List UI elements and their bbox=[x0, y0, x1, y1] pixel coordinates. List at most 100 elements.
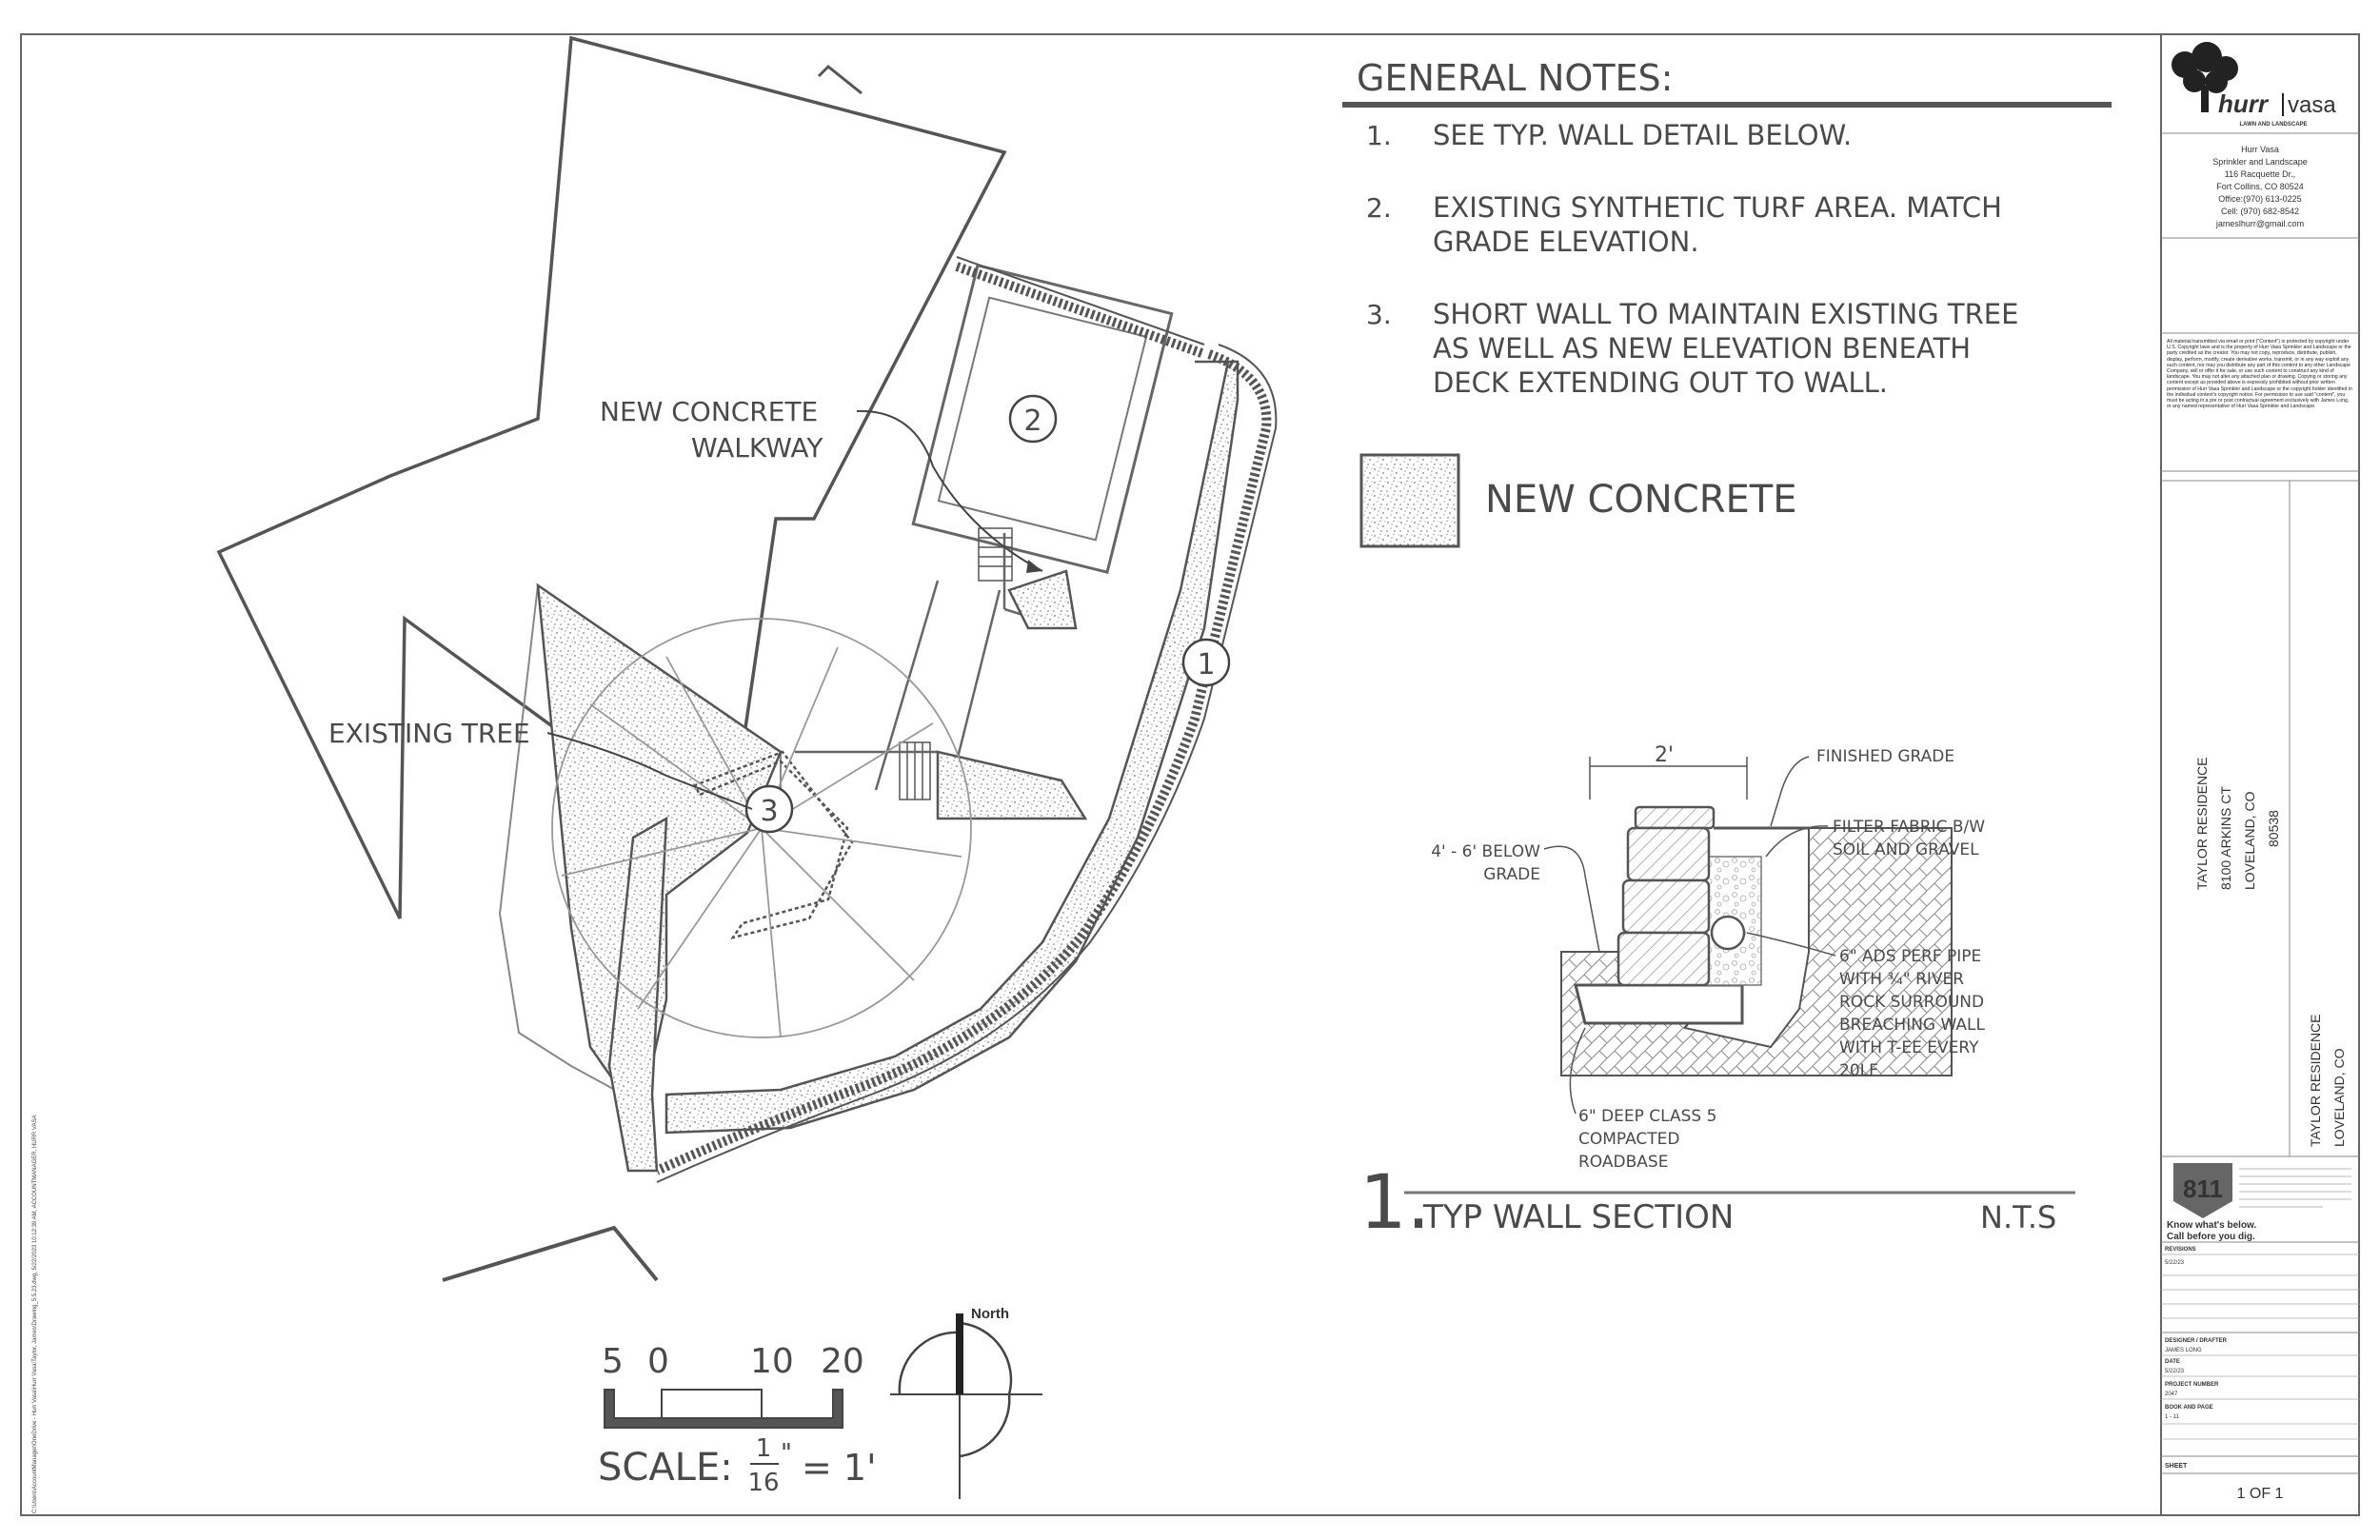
note-2-number: 2. bbox=[1366, 192, 1392, 224]
project-city: LOVELAND, CO bbox=[2242, 791, 2257, 890]
note-1-number: 1. bbox=[1366, 120, 1392, 151]
book-page-label: BOOK AND PAGE bbox=[2165, 1405, 2213, 1411]
copyright-notice: All material transmitted via email or pr… bbox=[2167, 339, 2352, 410]
scale-tick-20: 20 bbox=[821, 1342, 864, 1381]
scale-equals: = 1' bbox=[802, 1447, 877, 1489]
badge-811-text: 811 bbox=[2183, 1175, 2223, 1203]
general-notes: GENERAL NOTES: 1. SEE TYP. WALL DETAIL B… bbox=[1342, 57, 2112, 399]
scale-tick-5: 5 bbox=[602, 1342, 624, 1381]
filter-fabric-line2: SOIL AND GRAVEL bbox=[1833, 840, 1979, 859]
file-path-text: C:\Users\AccountManager\OneDrive - Hurr … bbox=[32, 1116, 38, 1514]
copyright-notice-box: All material transmitted via email or pr… bbox=[2167, 339, 2352, 410]
company-email: jameslhurr@gmail.com bbox=[2215, 219, 2304, 228]
project-info: TAYLOR RESIDENCE 8100 ARKINS CT LOVELAND… bbox=[2194, 757, 2347, 1147]
company-tagline: Sprinkler and Landscape bbox=[2212, 157, 2308, 167]
logo-hurr: hurr bbox=[2218, 89, 2270, 118]
scale-fraction-numerator: 1 bbox=[756, 1434, 772, 1463]
project-name: TAYLOR RESIDENCE bbox=[2194, 757, 2210, 890]
house-outline bbox=[216, 35, 1007, 919]
note-2-line-1: EXISTING SYNTHETIC TURF AREA. MATCH bbox=[1433, 191, 2002, 224]
title-block: hurr vasa LAWN AND LANDSCAPE Hurr Vasa S… bbox=[2160, 33, 2360, 1516]
below-grade-leader bbox=[1543, 845, 1600, 953]
legend-concrete-swatch bbox=[1359, 453, 1460, 548]
company-name: Hurr Vasa bbox=[2241, 145, 2279, 154]
scale-tick-10: 10 bbox=[750, 1342, 794, 1381]
drawing-info-block: DESIGNER / DRAFTER JAMES LONG DATE 5/22/… bbox=[2161, 1338, 2359, 1440]
perf-pipe-leader bbox=[1746, 932, 1836, 957]
company-cell-phone: Cell: (970) 682-8542 bbox=[2221, 207, 2299, 216]
patio-lines bbox=[795, 533, 1067, 791]
wall-section-title: TYP WALL SECTION bbox=[1422, 1198, 1734, 1236]
scale-inch-mark: " bbox=[781, 1439, 792, 1468]
wall-section-perf-pipe bbox=[1710, 915, 1746, 951]
callout-2-text: 2 bbox=[1023, 405, 1041, 438]
logo-subtitle: LAWN AND LANDSCAPE bbox=[2239, 122, 2307, 128]
south-wall bbox=[442, 1225, 659, 1282]
callout-2: 2 bbox=[1008, 394, 1058, 444]
call-before-dig: Call before you dig. bbox=[2167, 1232, 2255, 1242]
finished-grade-leader bbox=[1770, 756, 1810, 827]
sheet-block: SHEET 1 OF 1 bbox=[2161, 1463, 2359, 1502]
note-3-line-1: SHORT WALL TO MAINTAIN EXISTING TREE bbox=[1433, 298, 2018, 330]
retaining-wall bbox=[654, 262, 1272, 1175]
project-zip: 80538 bbox=[2266, 810, 2281, 847]
upper-steps bbox=[978, 527, 1013, 582]
designer-label: DESIGNER / DRAFTER bbox=[2165, 1338, 2228, 1344]
note-3-line-2: AS WELL AS NEW ELEVATION BENEATH bbox=[1433, 332, 1971, 365]
project-number-label: PROJECT NUMBER bbox=[2165, 1382, 2219, 1388]
dim-width-label: 2' bbox=[1655, 743, 1674, 767]
existing-tree-canopy bbox=[551, 618, 972, 1038]
revision-value: 5/22/23 bbox=[2165, 1260, 2185, 1266]
turf-area-outer bbox=[911, 263, 1174, 575]
walkway-leader-arrow bbox=[1026, 560, 1042, 573]
scale-bar: 5 0 10 20 SCALE: 1 16 " = 1' bbox=[598, 1342, 877, 1497]
date-value: 5/22/23 bbox=[2165, 1369, 2185, 1374]
note-2-line-2: GRADE ELEVATION. bbox=[1433, 226, 1699, 258]
note-1-line-1: SEE TYP. WALL DETAIL BELOW. bbox=[1433, 119, 1852, 151]
sheet-label: SHEET bbox=[2165, 1463, 2188, 1470]
company-office-phone: Office:(970) 613-0225 bbox=[2218, 194, 2301, 204]
logo-vasa: vasa bbox=[2288, 92, 2336, 118]
site-plan: 1 2 3 NEW CONCRETE WALKWAY EXISTING TREE bbox=[216, 35, 1278, 1282]
perf-pipe-line5: WITH T-EE EVERY bbox=[1839, 1038, 1979, 1057]
general-notes-title: GENERAL NOTES: bbox=[1357, 57, 1673, 99]
legend-new-concrete: NEW CONCRETE bbox=[1359, 453, 1797, 548]
scale-fraction-denominator: 16 bbox=[747, 1469, 779, 1497]
roadbase-leader bbox=[1569, 1027, 1586, 1115]
tree-leader bbox=[546, 732, 753, 810]
project-number-value: 2047 bbox=[2165, 1392, 2178, 1397]
callout-1-text: 1 bbox=[1197, 648, 1215, 681]
legend-new-concrete-label: NEW CONCRETE bbox=[1485, 478, 1797, 522]
retaining-wall-edge bbox=[656, 256, 1278, 1183]
scale-label: SCALE: bbox=[598, 1446, 733, 1490]
roadbase-line2: COMPACTED bbox=[1578, 1130, 1680, 1149]
finished-grade-label: FINISHED GRADE bbox=[1816, 747, 1954, 766]
walkway-leader bbox=[856, 409, 1043, 572]
below-grade-line2: GRADE bbox=[1483, 865, 1540, 884]
perf-pipe-line6: 20LF bbox=[1839, 1061, 1878, 1080]
walkway-label-line2: WALKWAY bbox=[691, 432, 823, 464]
note-3-line-3: DECK EXTENDING OUT TO WALL. bbox=[1433, 366, 1888, 399]
know-whats-below: Know what's below. bbox=[2167, 1220, 2256, 1231]
roadbase-line3: ROADBASE bbox=[1578, 1153, 1668, 1172]
filter-fabric-leader bbox=[1765, 825, 1829, 858]
filter-fabric-line1: FILTER FABRIC B/W bbox=[1833, 818, 1985, 837]
turf-area-inner bbox=[937, 296, 1148, 542]
concrete-walkway bbox=[664, 360, 1240, 1135]
scale-tick-0: 0 bbox=[647, 1342, 669, 1381]
call-811-badge: 811 Know what's below. Call before you d… bbox=[2167, 1163, 2351, 1242]
date-label: DATE bbox=[2165, 1359, 2180, 1365]
scale-bar-gap bbox=[661, 1389, 763, 1419]
perf-pipe-line2: WITH ¾" RIVER bbox=[1839, 970, 1964, 989]
tree-short-wall bbox=[693, 750, 854, 939]
note-3-number: 3. bbox=[1366, 299, 1392, 330]
callout-3: 3 bbox=[744, 784, 794, 834]
company-street: 116 Racquette Dr., bbox=[2225, 169, 2295, 179]
title-block-frame bbox=[2160, 33, 2360, 1516]
project-address: 8100 ARKINS CT bbox=[2218, 786, 2233, 890]
book-page-value: 1 - 11 bbox=[2165, 1414, 2180, 1420]
existing-tree-label: EXISTING TREE bbox=[328, 718, 530, 749]
north-arrow: North bbox=[890, 1306, 1042, 1499]
sheet-border bbox=[20, 33, 2360, 1516]
